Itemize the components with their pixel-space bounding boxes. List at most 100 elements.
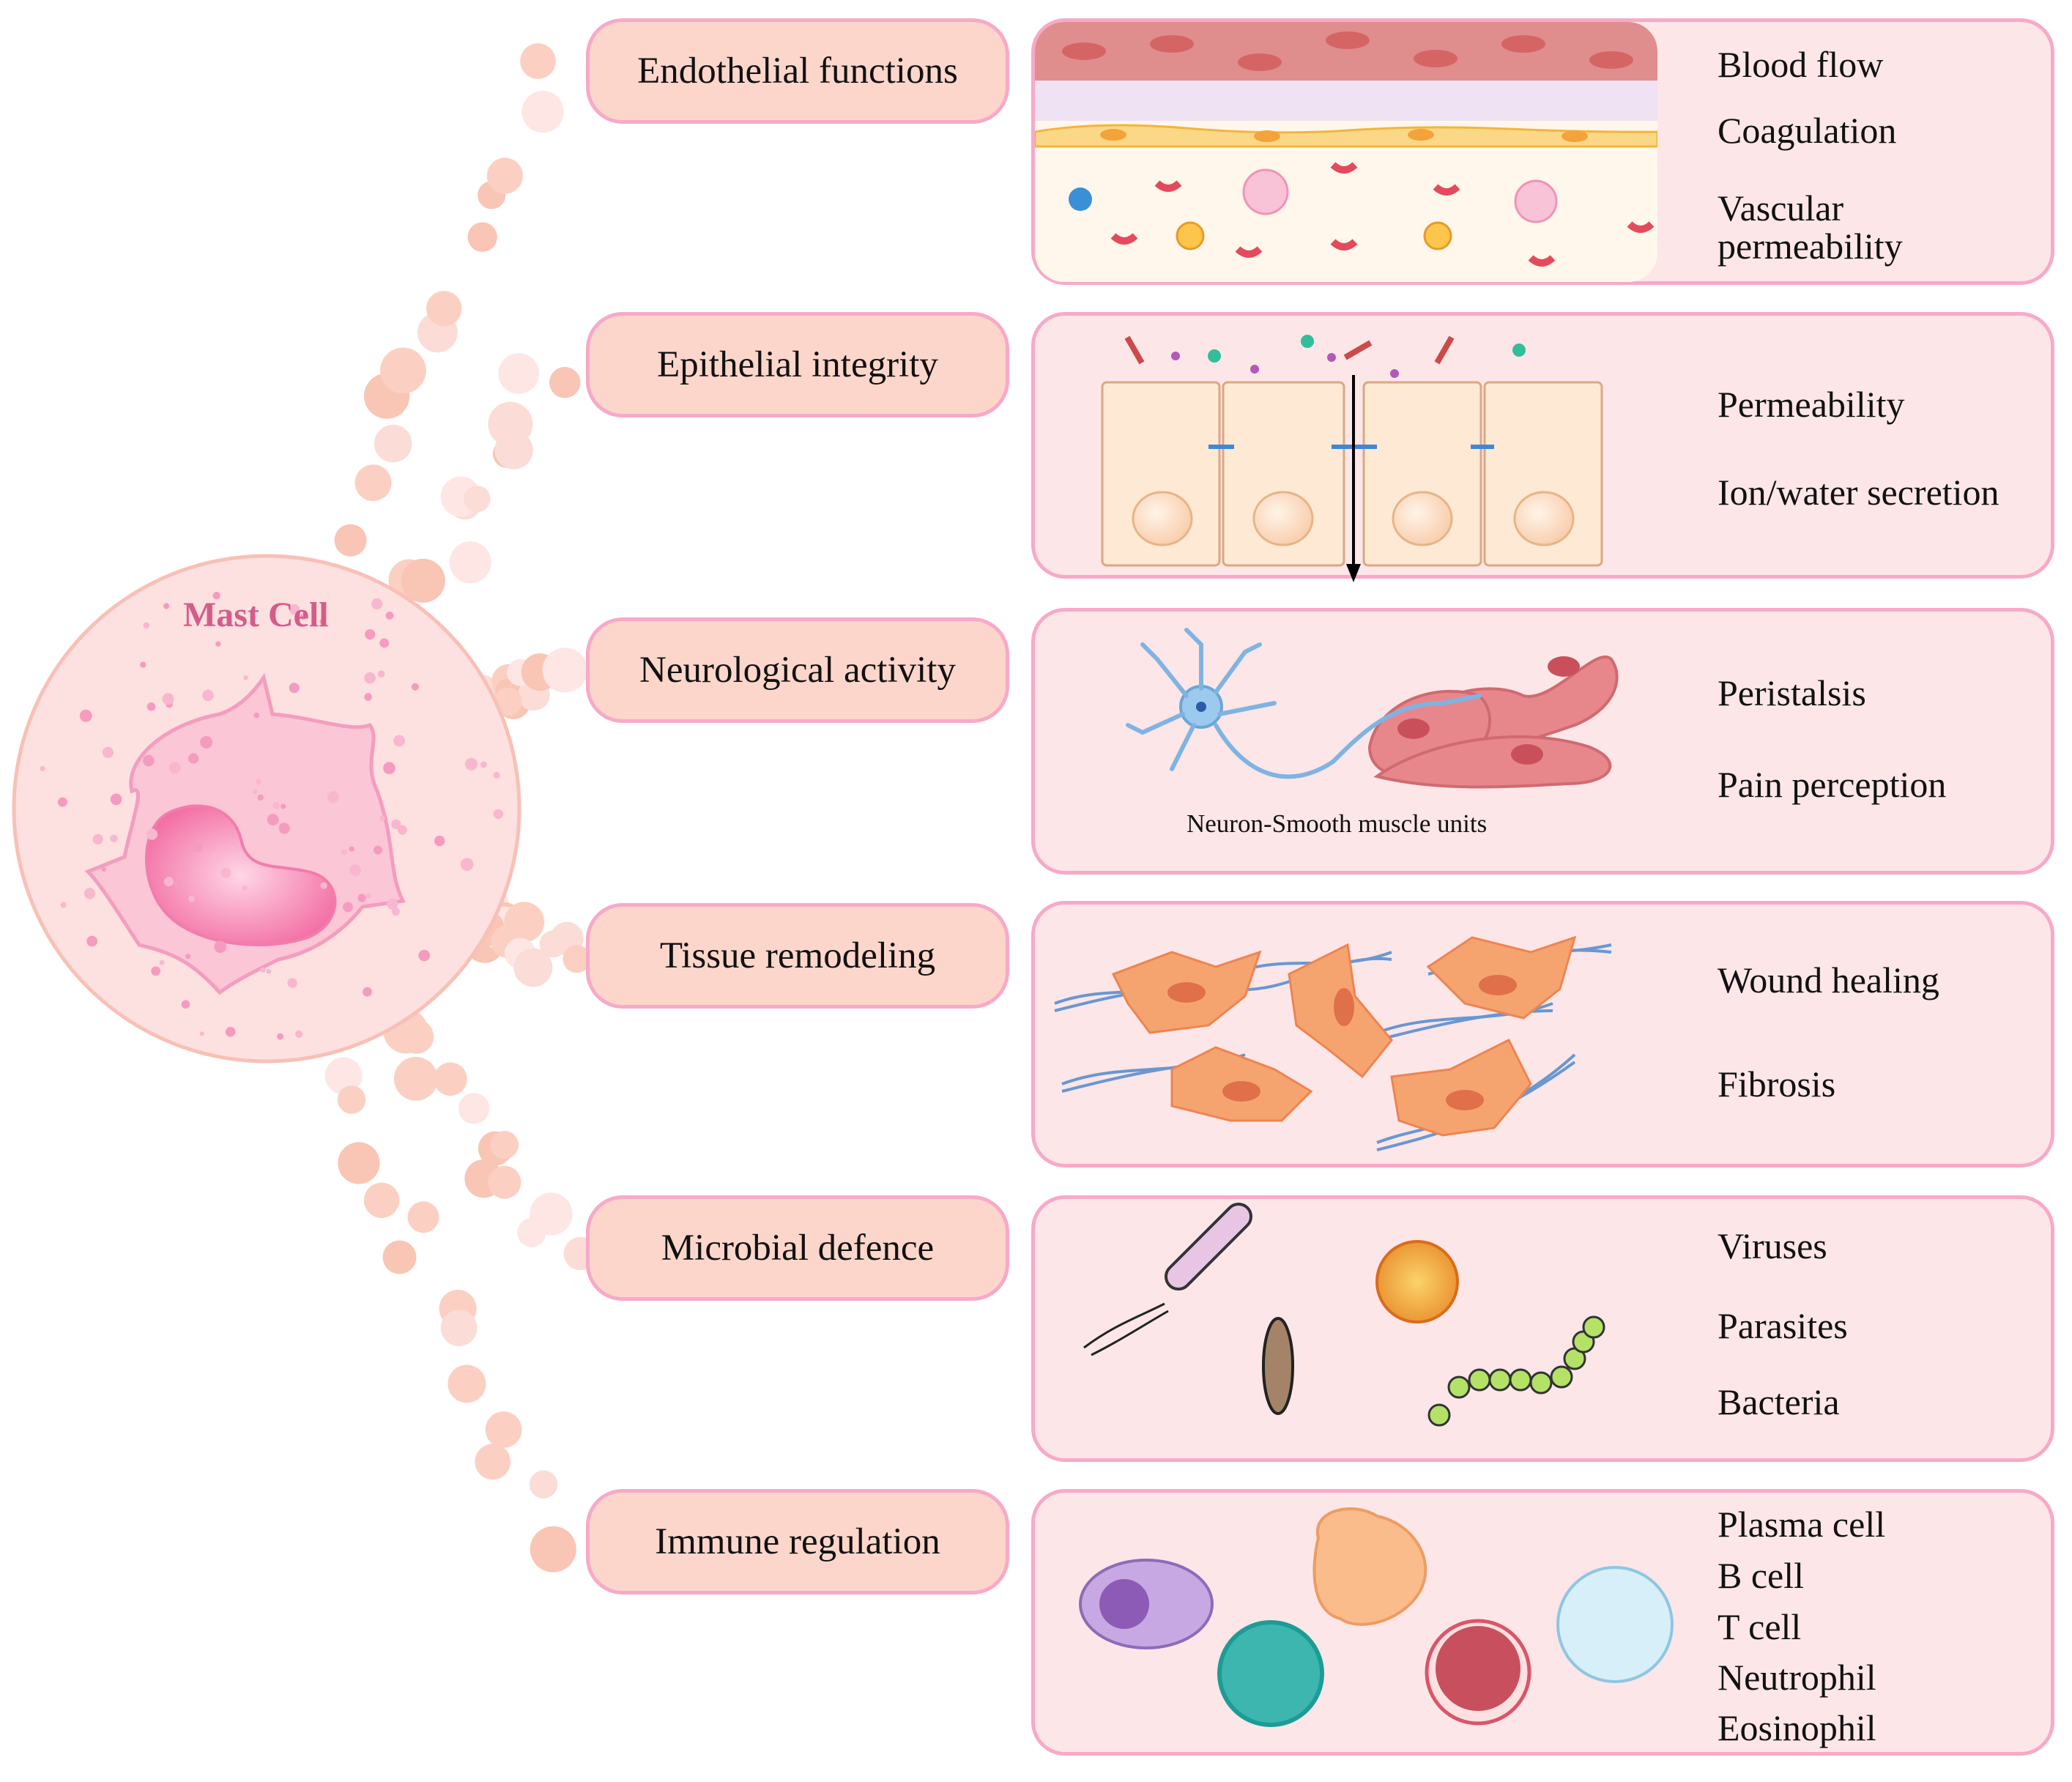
granule: [319, 619, 325, 625]
granule: [295, 1030, 303, 1038]
granule: [371, 598, 383, 610]
fibroblast-illustration: [1054, 935, 1612, 1151]
granule: [391, 819, 401, 830]
granule: [253, 712, 260, 719]
connector-dot: [490, 1131, 519, 1159]
granule: [185, 954, 191, 959]
outcome-label: B cell: [1718, 1555, 1805, 1596]
granule: [365, 893, 371, 899]
connector-dot: [324, 1057, 363, 1095]
granule: [220, 867, 231, 878]
granule: [257, 794, 264, 801]
connector-dot: [338, 1142, 380, 1184]
function-pill-tissue-remodeling: Tissue remodeling: [586, 903, 1009, 1009]
connector-dot: [354, 464, 392, 502]
granule: [393, 735, 405, 747]
connector-dot: [485, 1411, 522, 1448]
granule: [146, 828, 158, 840]
outcome-label: Plasma cell: [1718, 1504, 1886, 1545]
granule: [379, 815, 385, 822]
granule: [411, 683, 420, 691]
granule: [377, 670, 385, 677]
granule: [163, 603, 170, 609]
granule: [79, 709, 92, 722]
granule: [349, 846, 354, 852]
connector-dot: [393, 1057, 438, 1101]
granule: [202, 689, 214, 702]
granule: [277, 1033, 283, 1040]
connector-dot: [440, 1310, 478, 1346]
connector-dot: [458, 1093, 490, 1124]
granule: [349, 864, 361, 876]
granule: [168, 762, 181, 774]
connector-dot: [448, 1365, 486, 1403]
mast-cell-title: Mast Cell: [183, 595, 329, 634]
granule: [385, 612, 394, 620]
outcome-label: Eosinophil: [1718, 1707, 1876, 1748]
granule: [40, 765, 45, 771]
connector-dot: [562, 944, 591, 973]
granule: [391, 907, 400, 916]
granule: [101, 866, 106, 872]
outcome-label: Blood flow: [1718, 44, 1884, 85]
granule: [188, 895, 196, 902]
granule: [357, 894, 366, 902]
connector-dot: [530, 1470, 558, 1499]
granule: [253, 789, 258, 794]
connector-dot: [467, 222, 497, 252]
outcome-label: Permeability: [1718, 384, 1905, 425]
granule: [225, 1026, 236, 1037]
connector-dot: [494, 687, 522, 716]
outcome-label: Ion/water secretion: [1718, 472, 1999, 513]
granule: [188, 753, 199, 764]
connector-dot: [380, 347, 426, 394]
connector-dot: [520, 43, 556, 79]
function-pill-endothelial: Endothelial functions: [586, 18, 1009, 124]
function-pill-epithelial: Epithelial integrity: [586, 312, 1009, 417]
connector-dot: [449, 541, 491, 584]
granule: [102, 746, 114, 758]
connector-dot: [542, 647, 587, 693]
connector-dot: [498, 353, 540, 394]
connector-dot: [363, 1182, 400, 1219]
granule: [200, 735, 213, 749]
outcome-label: Peristalsis: [1718, 672, 1866, 713]
immune-cells-illustration: [1079, 1507, 1674, 1727]
connector-dot: [374, 424, 412, 463]
neuron-muscle-illustration: [1126, 628, 1619, 789]
granule: [493, 809, 504, 820]
granule: [214, 940, 227, 953]
granule: [83, 888, 96, 899]
granule: [379, 638, 390, 648]
function-pill-immune-regulation: Immune regulation: [586, 1489, 1009, 1594]
granule: [151, 966, 161, 976]
granule: [199, 1031, 204, 1036]
granule: [110, 793, 122, 806]
granule: [397, 825, 407, 835]
outcome-label: T cell: [1718, 1606, 1802, 1647]
outcome-label: Neutrophil: [1718, 1657, 1876, 1698]
microbe-illustration: [1083, 1202, 1605, 1427]
connector-dot: [401, 558, 445, 603]
granule: [210, 852, 220, 861]
function-pill-neurological: Neurological activity: [586, 617, 1009, 723]
granule: [289, 604, 300, 615]
granule: [140, 661, 146, 668]
granule: [418, 949, 430, 962]
outcome-label: Wound healing: [1718, 959, 1939, 1000]
granule: [287, 978, 297, 988]
granule: [320, 882, 327, 889]
granule: [434, 835, 445, 847]
granule: [164, 877, 174, 887]
granule: [162, 693, 174, 705]
outcome-label: Viruses: [1718, 1225, 1827, 1266]
granule: [364, 693, 372, 701]
granule: [242, 885, 248, 891]
connector-dot: [549, 367, 581, 398]
function-pill-microbial-defence: Microbial defence: [586, 1195, 1009, 1301]
granule: [212, 592, 220, 600]
endothelium-illustration: [1035, 22, 1657, 282]
granule: [383, 762, 396, 774]
granule: [387, 898, 398, 910]
